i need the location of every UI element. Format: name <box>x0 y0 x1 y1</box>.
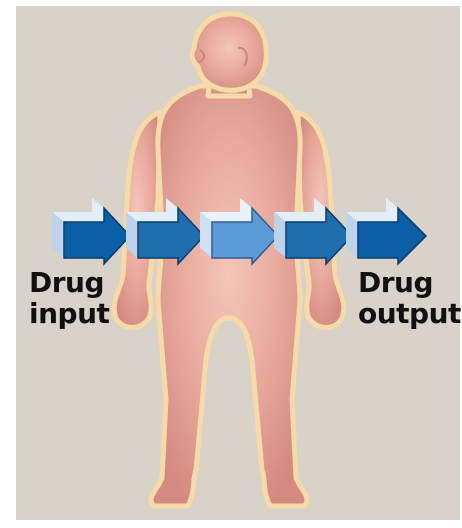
drug-output-label-line1: Drug <box>358 267 461 298</box>
drug-output-label-line2: output <box>358 298 461 329</box>
drug-input-label-line1: Drug <box>29 267 109 298</box>
drug-input-label: Drug input <box>29 267 109 329</box>
human-body <box>114 14 344 506</box>
arrow-icon <box>52 198 130 264</box>
drug-input-label-line2: input <box>29 298 109 329</box>
arrow-icon <box>346 198 426 264</box>
drug-output-label: Drug output <box>358 267 461 329</box>
